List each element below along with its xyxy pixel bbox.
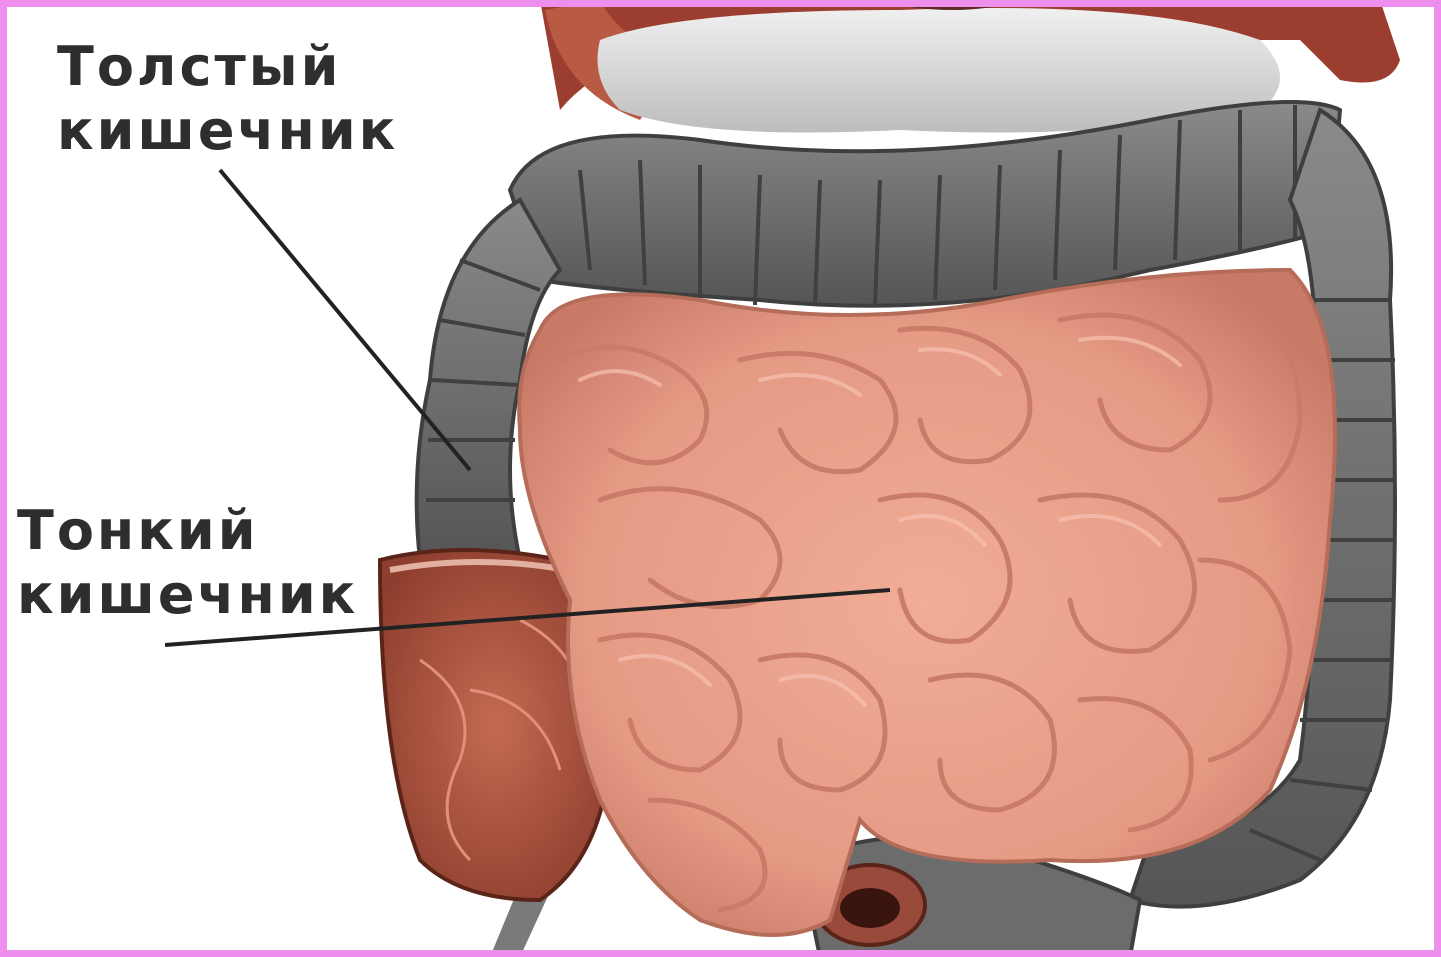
label-large-intestine-line2: кишечник (57, 99, 398, 163)
label-large-intestine-line1: Толстый (57, 35, 398, 99)
label-small-intestine-line1: Тонкий (17, 499, 358, 563)
label-large-intestine: Толстый кишечник (57, 35, 398, 163)
label-small-intestine: Тонкий кишечник (17, 499, 358, 627)
small-intestine (519, 270, 1335, 935)
label-small-intestine-line2: кишечник (17, 563, 358, 627)
leader-line-large-intestine (220, 170, 470, 470)
